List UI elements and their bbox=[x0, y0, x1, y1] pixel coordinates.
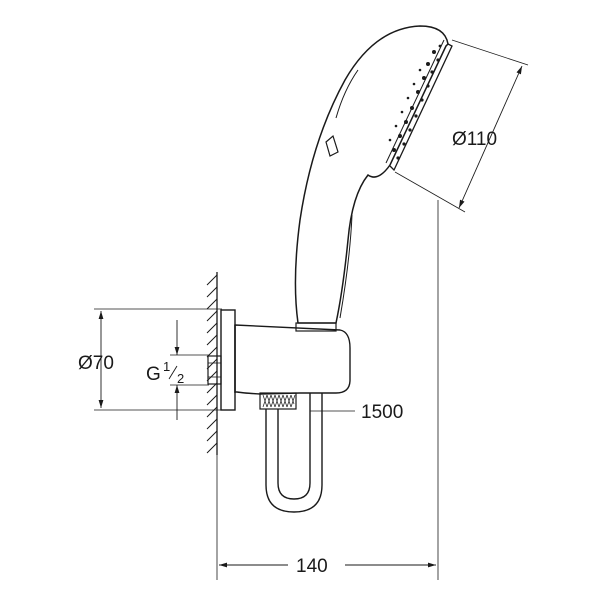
thread-denominator: 2 bbox=[177, 371, 184, 386]
hose-length-label: 1500 bbox=[361, 402, 403, 423]
wall-hatching bbox=[206, 272, 218, 455]
dimension-hose-length: 1500 bbox=[310, 402, 403, 423]
wall-outlet bbox=[207, 309, 236, 411]
thread-numerator: 1 bbox=[163, 359, 170, 374]
depth-label: 140 bbox=[296, 556, 328, 577]
dimension-flange-diameter: Ø70 bbox=[78, 308, 222, 411]
hand-shower bbox=[294, 25, 453, 332]
dimension-depth: 140 bbox=[216, 200, 439, 580]
shower-holder bbox=[234, 324, 351, 395]
hose-connector-nut bbox=[259, 392, 297, 410]
thread-label: G bbox=[146, 364, 161, 385]
flange-diameter-label: Ø70 bbox=[78, 353, 114, 374]
dimension-thread: G 1 2 bbox=[146, 320, 209, 420]
head-diameter-label: Ø110 bbox=[452, 129, 497, 150]
dimension-head-diameter: Ø110 bbox=[394, 39, 529, 213]
shower-hose bbox=[265, 393, 323, 513]
